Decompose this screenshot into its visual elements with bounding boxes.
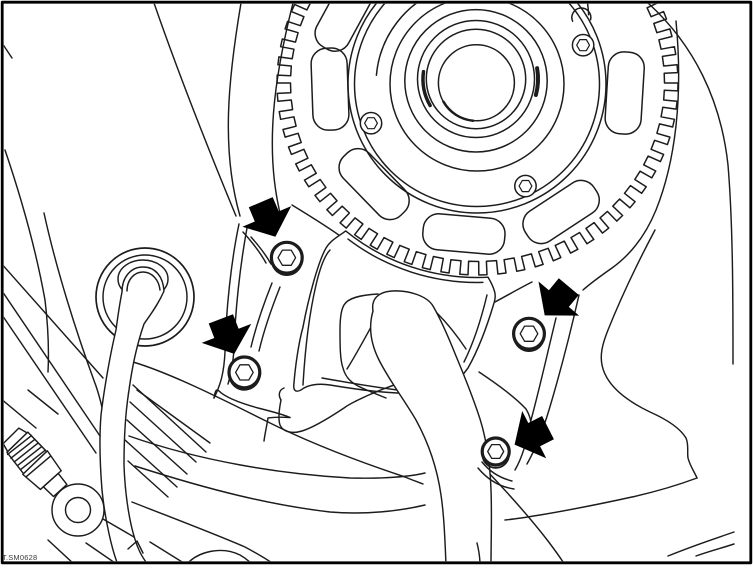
svg-text:T.SM0628: T.SM0628 [2, 553, 37, 562]
